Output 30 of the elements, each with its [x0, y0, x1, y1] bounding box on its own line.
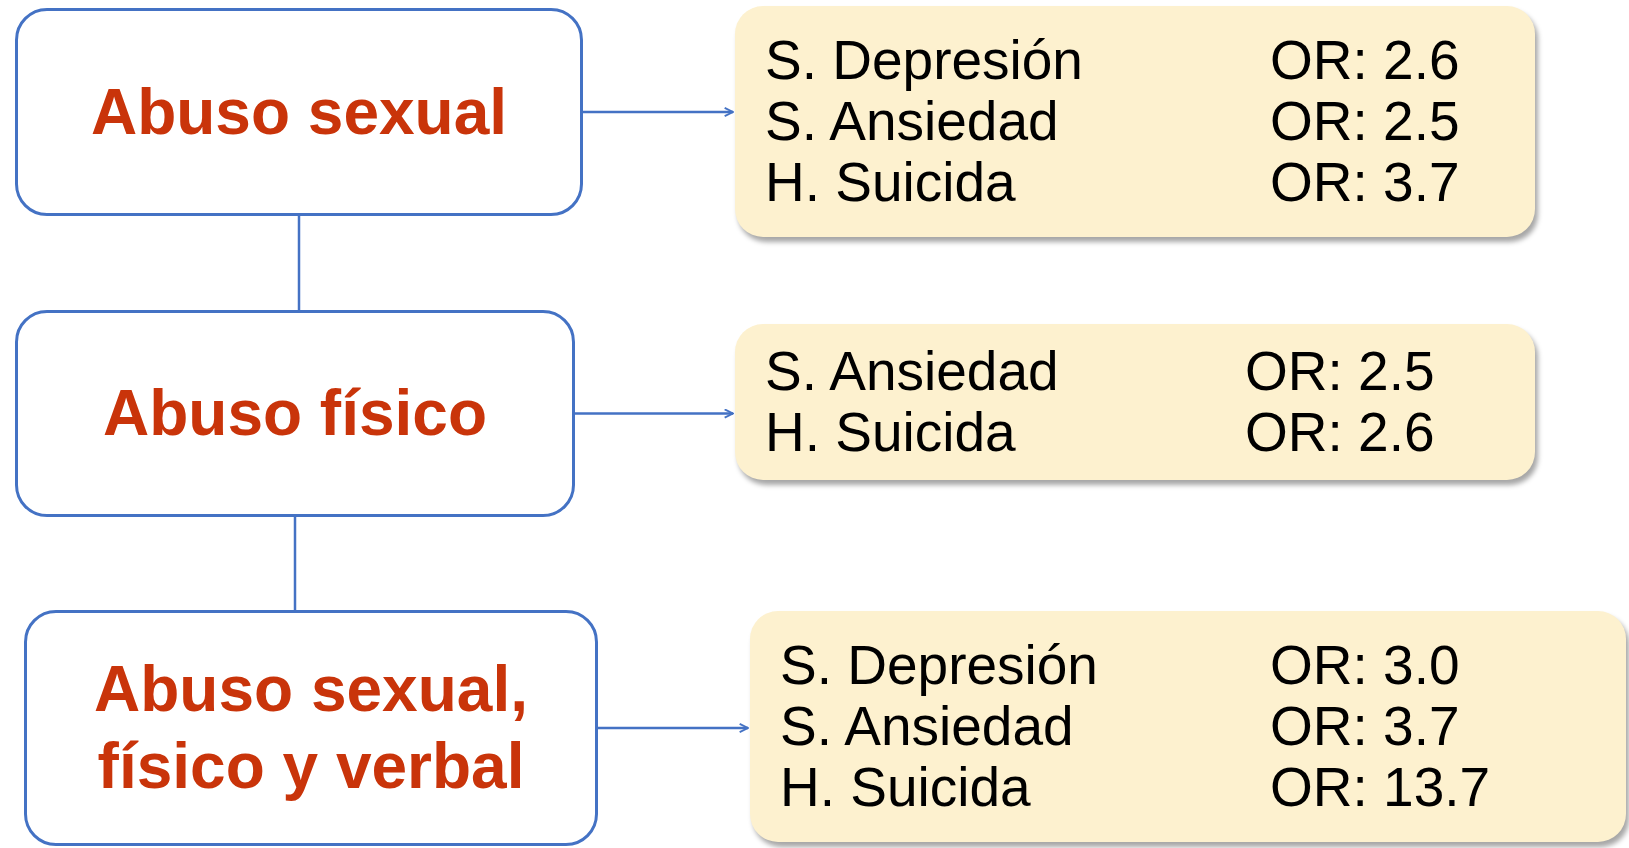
- result-box: [735, 324, 1535, 480]
- odds-ratio-value: OR: 2.5: [1270, 91, 1460, 152]
- category-label: Abuso sexual, físico y verbal: [93, 652, 529, 804]
- odds-ratio-value: OR: 13.7: [1270, 757, 1491, 818]
- outcome-label: S. Ansiedad: [780, 696, 1074, 757]
- arrow: [598, 722, 749, 734]
- category-box: [15, 8, 583, 216]
- outcome-label: S. Ansiedad: [765, 341, 1060, 402]
- outcome-label: H. Suicida: [765, 402, 1017, 463]
- result-box: [735, 6, 1535, 237]
- odds-ratio-value: OR: 3.0: [1270, 635, 1461, 696]
- odds-ratio-value: OR: 3.7: [1270, 152, 1460, 213]
- odds-ratio-value: OR: 2.6: [1245, 402, 1435, 463]
- outcome-label: S. Ansiedad: [765, 91, 1059, 152]
- arrow: [575, 408, 734, 419]
- category-box: [24, 610, 598, 846]
- connector-line: [297, 216, 301, 310]
- odds-ratio-value: OR: 3.7: [1270, 696, 1461, 757]
- connector-line: [293, 517, 297, 610]
- outcome-label: S. Depresión: [765, 30, 1084, 91]
- outcome-label: H. Suicida: [780, 757, 1032, 818]
- category-box: [15, 310, 575, 517]
- odds-ratio-value: OR: 2.6: [1270, 30, 1460, 91]
- category-label: Abuso sexual: [90, 74, 508, 150]
- odds-ratio-value: OR: 2.5: [1245, 341, 1435, 402]
- result-box: [750, 611, 1626, 842]
- category-label: Abuso físico: [103, 376, 487, 452]
- arrow: [583, 106, 734, 118]
- outcome-label: S. Depresión: [780, 635, 1099, 696]
- outcome-label: H. Suicida: [765, 152, 1017, 213]
